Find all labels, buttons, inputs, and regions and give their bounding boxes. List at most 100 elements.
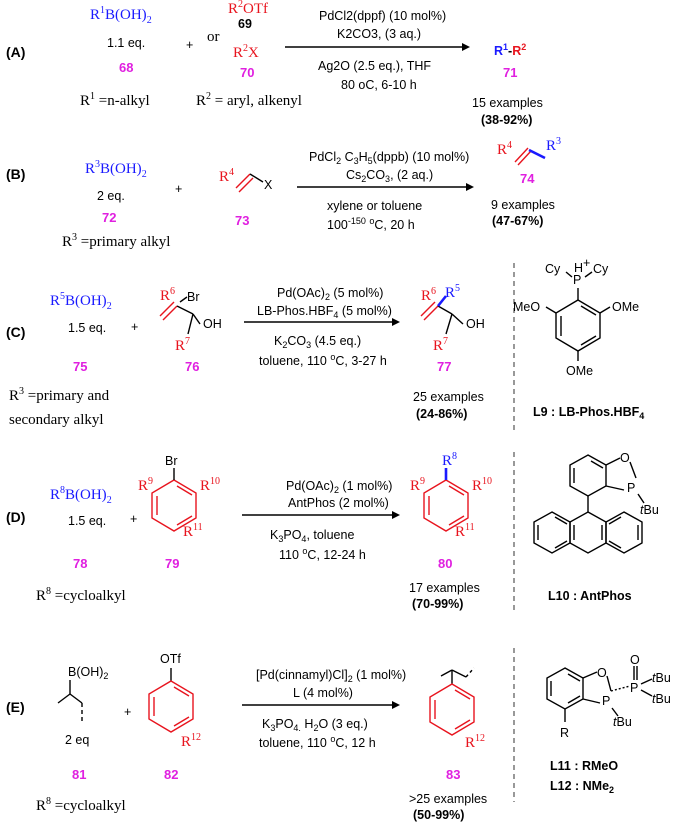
ligand-l11-po-o: O — [630, 653, 640, 667]
ligand-l9-structure: H + P Cy Cy MeO OMe OMe — [513, 256, 639, 378]
condition-d-1: Pd(OAc)2 (1 mol%) — [286, 479, 392, 495]
alkenyl-halide-73: R4 X — [219, 167, 273, 193]
plus-sign: + — [175, 182, 182, 196]
condition-b-1: PdCl2 C3H5(dppb) (10 mol%) — [309, 150, 469, 166]
compound-70-number: 70 — [240, 65, 254, 80]
condition-a-3: Ag2O (2.5 eq.), THF — [318, 59, 431, 73]
examples-b: 9 examples — [491, 198, 555, 212]
ligand-l10-o: O — [620, 451, 630, 465]
reagent-75: R5B(OH)2 — [50, 291, 112, 312]
reagent-70: R2X — [233, 43, 259, 61]
compound-73-number: 73 — [235, 213, 249, 228]
svg-text:R9: R9 — [410, 476, 425, 494]
svg-text:R7: R7 — [433, 336, 448, 354]
r3-definition-c: R3 =primary and — [9, 386, 110, 404]
condition-a-1: PdCl2(dppf) (10 mol%) — [319, 9, 446, 23]
scheme-c-label: (C) — [6, 324, 25, 340]
plus-sign: + — [124, 705, 131, 719]
reagent-78: R8B(OH)2 — [50, 485, 112, 506]
halide-x: X — [264, 178, 273, 192]
triflate-label: OTf — [160, 652, 181, 666]
boronic-acid-label: B(OH)2 — [68, 665, 108, 681]
yield-e: (50-99%) — [413, 808, 464, 822]
condition-e-4: toluene, 110 oC, 12 h — [259, 734, 376, 750]
hydroxyl-label: OH — [203, 317, 222, 331]
yield-b: (47-67%) — [492, 214, 543, 228]
compound-74-number: 74 — [520, 171, 535, 186]
sec-alkyl-boronic-81: B(OH)2 — [57, 665, 108, 724]
compound-79-number: 79 — [165, 556, 179, 571]
svg-text:R10: R10 — [472, 476, 492, 494]
or-text: or — [207, 29, 220, 45]
ligand-l11-po-p: P — [630, 681, 638, 695]
svg-text:R6: R6 — [160, 286, 175, 304]
condition-b-3: xylene or toluene — [327, 199, 422, 213]
ligand-l9-p: P — [573, 273, 581, 287]
svg-text:R6: R6 — [421, 286, 436, 304]
examples-c: 25 examples — [413, 390, 484, 404]
ligand-l10-p: P — [627, 481, 635, 495]
ligand-l9-h: H — [574, 261, 583, 275]
reagent-81-eq: 2 eq — [65, 733, 89, 747]
svg-text:R12: R12 — [181, 732, 201, 750]
bromo-label: Br — [187, 290, 200, 304]
svg-text:R4: R4 — [497, 140, 512, 158]
condition-c-4: toluene, 110 oC, 3-27 h — [259, 352, 387, 368]
ligand-l11-label: L11 : RMeO — [550, 759, 618, 773]
compound-68-number: 68 — [119, 60, 133, 75]
ligand-r-group: R — [560, 726, 569, 740]
svg-text:R11: R11 — [455, 522, 475, 540]
compound-69-number: 69 — [238, 17, 252, 31]
compound-72-number: 72 — [102, 210, 116, 225]
examples-e: >25 examples — [409, 792, 487, 806]
ligand-l11-tbu2: tBu — [652, 671, 671, 685]
svg-text:R10: R10 — [200, 476, 220, 494]
compound-80-number: 80 — [438, 556, 452, 571]
reagent-69: R2OTf — [228, 0, 268, 17]
ligand-l9-ome-bottom: OMe — [566, 364, 593, 378]
reagent-78-eq: 1.5 eq. — [68, 514, 106, 528]
ligand-l11-l12-structure: O P tBu P O tBu tBu R — [546, 653, 671, 740]
compound-81-number: 81 — [72, 767, 86, 782]
aryl-bromo-label: Br — [165, 454, 178, 468]
ligand-l12-label: L12 : NMe2 — [550, 779, 614, 795]
ligand-l9-ome-left: MeO — [513, 300, 540, 314]
reagent-68-eq: 1.1 eq. — [107, 36, 145, 50]
reagent-72: R3B(OH)2 — [85, 159, 147, 180]
product-74-structure: R4 R3 — [497, 136, 561, 166]
ligand-l9-label: L9 : LB-Phos.HBF4 — [533, 405, 644, 421]
condition-a-4: 80 oC, 6-10 h — [341, 78, 417, 92]
product-hydroxyl-label: OH — [466, 317, 485, 331]
condition-d-4: 110 oC, 12-24 h — [279, 546, 366, 562]
ligand-l11-tbu: tBu — [613, 715, 632, 729]
svg-text:R7: R7 — [175, 336, 190, 354]
condition-c-3: K2CO3 (4.5 eq.) — [274, 334, 361, 350]
product-71: R1-R2 — [494, 42, 526, 58]
compound-75-number: 75 — [73, 359, 87, 374]
r1-definition: R1 =n-alkyl — [80, 91, 150, 109]
reagent-68: R1B(OH)2 — [90, 5, 152, 26]
scheme-b-label: (B) — [6, 166, 25, 182]
condition-e-2: L (4 mol%) — [293, 686, 353, 700]
r8-definition: R8 =cycloalkyl — [36, 586, 126, 604]
ligand-l9-cy2: Cy — [593, 262, 609, 276]
product-83-structure: R12 — [429, 667, 485, 751]
r3-definition: R3 =primary alkyl — [62, 232, 170, 250]
scheme-e-label: (E) — [6, 699, 25, 715]
product-77-structure: R6 R5 OH R7 — [420, 283, 485, 354]
yield-c: (24-86%) — [416, 407, 467, 421]
aryl-triflate-82: OTf R12 — [148, 652, 201, 750]
reagent-75-eq: 1.5 eq. — [68, 321, 106, 335]
condition-b-4: 100-150 oC, 20 h — [327, 216, 415, 232]
compound-78-number: 78 — [73, 556, 87, 571]
compound-83-number: 83 — [446, 767, 460, 782]
r3-definition-c-line2: secondary alkyl — [9, 412, 104, 428]
condition-e-3: K3PO4. H2O (3 eq.) — [262, 717, 368, 733]
ligand-l11-o: O — [597, 666, 607, 680]
compound-77-number: 77 — [437, 359, 451, 374]
scheme-a-label: (A) — [6, 44, 25, 60]
yield-d: (70-99%) — [412, 597, 463, 611]
scheme-c: (C) R5B(OH)2 1.5 eq. 75 R3 =primary and … — [6, 256, 644, 430]
